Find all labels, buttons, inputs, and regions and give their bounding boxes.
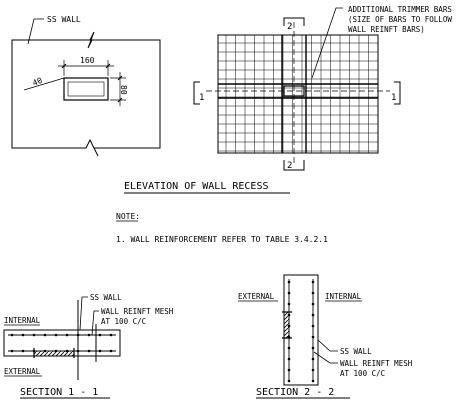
sec1-ss-wall: SS WALL bbox=[90, 293, 122, 302]
section-2-bars bbox=[287, 280, 315, 383]
dim-angle: 40 bbox=[31, 76, 43, 88]
rebar-dot bbox=[287, 313, 291, 317]
rebar-dot bbox=[311, 302, 315, 306]
reinforcement-grid bbox=[218, 35, 378, 153]
rebar-dot bbox=[76, 349, 80, 353]
sec2-ss-wall: SS WALL bbox=[340, 347, 372, 356]
rebar-dot bbox=[109, 333, 113, 337]
rebar-dot bbox=[311, 335, 315, 339]
sec1-mesh-2: AT 100 C/C bbox=[101, 317, 146, 326]
rebar-dot bbox=[54, 333, 58, 337]
rebar-dot bbox=[311, 313, 315, 317]
section-1-1: SS WALL INTERNAL EXTERNAL WALL REINFT ME… bbox=[3, 293, 174, 380]
rebar-dot bbox=[98, 333, 102, 337]
section-2-2: EXTERNAL INTERNAL SS WALL WALL REINFT ME… bbox=[238, 274, 413, 386]
left-elevation: SS WALL 160 80 40 bbox=[11, 15, 161, 157]
rebar-dot bbox=[43, 349, 47, 353]
trimmer-label-3: WALL REINFT BARS) bbox=[348, 25, 425, 34]
note-heading: NOTE: bbox=[116, 212, 140, 221]
note-text: 1. WALL REINFORCEMENT REFER TO TABLE 3.4… bbox=[116, 235, 328, 244]
cut-2-top: 2 bbox=[287, 22, 292, 32]
rebar-dot bbox=[287, 302, 291, 306]
sec2-mesh-2: AT 100 C/C bbox=[340, 369, 385, 378]
rebar-dot bbox=[10, 349, 14, 353]
rebar-dot bbox=[311, 280, 315, 284]
rebar-dot bbox=[311, 379, 315, 383]
rebar-dot bbox=[10, 333, 14, 337]
sec1-internal: INTERNAL bbox=[4, 316, 41, 325]
rebar-dot bbox=[87, 333, 91, 337]
section-1-title: SECTION 1 - 1 bbox=[20, 387, 98, 398]
cut-1-right: 1 bbox=[391, 93, 396, 103]
rebar-dot bbox=[287, 368, 291, 372]
rebar-dot bbox=[21, 333, 25, 337]
recess-opening bbox=[63, 77, 109, 101]
rebar-dot bbox=[54, 349, 58, 353]
dim-height: 80 bbox=[119, 85, 128, 95]
ss-wall-label: SS WALL bbox=[47, 15, 81, 24]
rebar-dot bbox=[87, 349, 91, 353]
rebar-dot bbox=[109, 349, 113, 353]
rebar-dot bbox=[76, 333, 80, 337]
sec2-mesh-1: WALL REINFT MESH bbox=[340, 359, 413, 368]
rebar-dot bbox=[311, 357, 315, 361]
right-elevation: 1 1 2 2 ADDITIONAL TRIMMER BARS (SIZE OF… bbox=[193, 5, 452, 171]
elevation-title: ELEVATION OF WALL RECESS bbox=[124, 181, 269, 192]
rebar-dot bbox=[287, 335, 291, 339]
cut-1-left: 1 bbox=[199, 93, 204, 103]
rebar-dot bbox=[287, 379, 291, 383]
rebar-dot bbox=[311, 291, 315, 295]
rebar-dot bbox=[32, 349, 36, 353]
trimmer-label-2: (SIZE OF BARS TO FOLLOW bbox=[348, 15, 452, 24]
sec1-mesh-1: WALL REINFT MESH bbox=[101, 307, 174, 316]
rebar-dot bbox=[21, 349, 25, 353]
rebar-dot bbox=[311, 368, 315, 372]
rebar-dot bbox=[287, 357, 291, 361]
cut-2-bottom: 2 bbox=[287, 161, 292, 171]
rebar-dot bbox=[65, 333, 69, 337]
rebar-dot bbox=[287, 346, 291, 350]
section-2-title: SECTION 2 - 2 bbox=[256, 387, 334, 398]
rebar-dot bbox=[98, 349, 102, 353]
rebar-dot bbox=[65, 349, 69, 353]
rebar-dot bbox=[287, 280, 291, 284]
rebar-dot bbox=[287, 324, 291, 328]
sec2-external: EXTERNAL bbox=[238, 292, 275, 301]
rebar-dot bbox=[287, 291, 291, 295]
sec2-internal: INTERNAL bbox=[325, 292, 362, 301]
dim-width: 160 bbox=[80, 56, 95, 65]
rebar-dot bbox=[311, 324, 315, 328]
sec1-external: EXTERNAL bbox=[4, 367, 41, 376]
trimmer-label-1: ADDITIONAL TRIMMER BARS bbox=[348, 5, 452, 14]
rebar-dot bbox=[43, 333, 47, 337]
rebar-dot bbox=[32, 333, 36, 337]
section-1-bars bbox=[10, 333, 113, 353]
rebar-dot bbox=[311, 346, 315, 350]
